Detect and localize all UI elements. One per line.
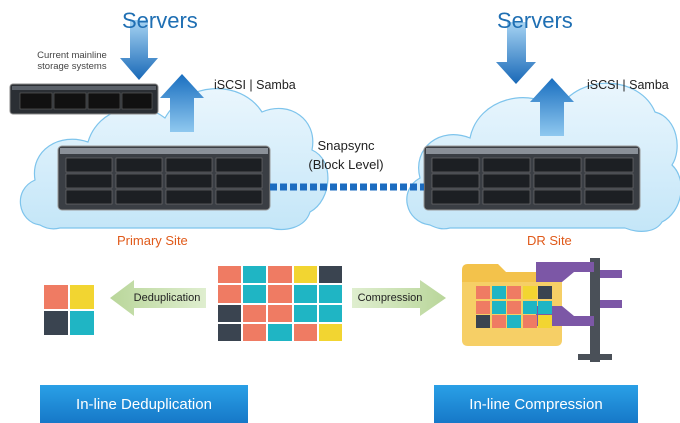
right-up-arrow <box>530 78 574 136</box>
data-block <box>243 323 267 342</box>
data-block <box>268 266 292 284</box>
data-block <box>318 323 342 342</box>
snapsync-line1: Snapsync <box>317 138 375 153</box>
compressed-block <box>538 315 552 328</box>
data-block <box>268 304 292 322</box>
compressed-block-grid <box>476 286 552 330</box>
dedup-result-grid <box>44 285 94 335</box>
primary-nas-icon <box>57 145 271 211</box>
dedup-arrow <box>110 280 206 316</box>
compressed-block <box>507 286 521 299</box>
data-block <box>268 323 292 342</box>
data-block <box>293 266 317 284</box>
compressed-block <box>476 300 490 314</box>
compress-label: Compression <box>357 292 423 304</box>
data-block-grid <box>218 266 342 342</box>
left-up-arrow <box>160 74 204 132</box>
data-block <box>243 285 267 303</box>
inline-dedup-banner: In-line Deduplication <box>40 385 248 423</box>
data-block <box>243 266 267 284</box>
dedup-label: Deduplication <box>133 292 201 304</box>
right-protocol-label: iSCSI | Samba <box>587 78 669 92</box>
data-block <box>218 304 242 322</box>
snapsync-line2: (Block Level) <box>308 157 384 172</box>
data-block <box>293 323 317 342</box>
snapsync-label: Snapsync (Block Level) <box>290 136 402 174</box>
data-block <box>318 285 342 303</box>
compressed-block <box>491 286 506 299</box>
left-servers-label: Servers <box>122 8 198 33</box>
data-block <box>293 304 317 322</box>
compress-arrow <box>352 280 446 316</box>
dedup-block <box>44 285 68 309</box>
compressed-block <box>538 300 552 314</box>
compressed-block <box>507 300 521 314</box>
data-block <box>218 266 242 284</box>
data-block <box>293 285 317 303</box>
compressed-block <box>522 286 537 299</box>
dedup-block <box>70 311 94 335</box>
left-down-arrow <box>120 20 158 80</box>
compressed-block <box>522 300 537 314</box>
compressed-block <box>491 315 506 328</box>
compressed-block <box>538 286 552 299</box>
compressed-block <box>476 315 490 328</box>
compressed-block <box>491 300 506 314</box>
dr-nas-icon <box>423 145 641 211</box>
mainline-label: Current mainline storage systems <box>22 50 122 72</box>
mainline-label-line2: storage systems <box>37 61 107 72</box>
dedup-block <box>44 311 68 335</box>
dedup-block <box>70 285 94 309</box>
mainline-label-line1: Current mainline <box>37 50 107 61</box>
data-block <box>218 323 242 342</box>
left-protocol-label: iSCSI | Samba <box>214 78 296 92</box>
data-block <box>318 304 342 322</box>
data-block <box>318 266 342 284</box>
mainline-storage-icon <box>9 83 159 115</box>
dr-site-label: DR Site <box>527 233 572 248</box>
inline-compress-banner: In-line Compression <box>434 385 638 423</box>
vise-icon <box>536 258 622 362</box>
compressed-block <box>507 315 521 328</box>
right-down-arrow <box>496 22 536 84</box>
primary-site-label: Primary Site <box>117 233 188 248</box>
compressed-block <box>476 286 490 299</box>
compressed-block <box>522 315 537 328</box>
data-block <box>268 285 292 303</box>
data-block <box>243 304 267 322</box>
data-block <box>218 285 242 303</box>
right-servers-label: Servers <box>497 8 573 33</box>
